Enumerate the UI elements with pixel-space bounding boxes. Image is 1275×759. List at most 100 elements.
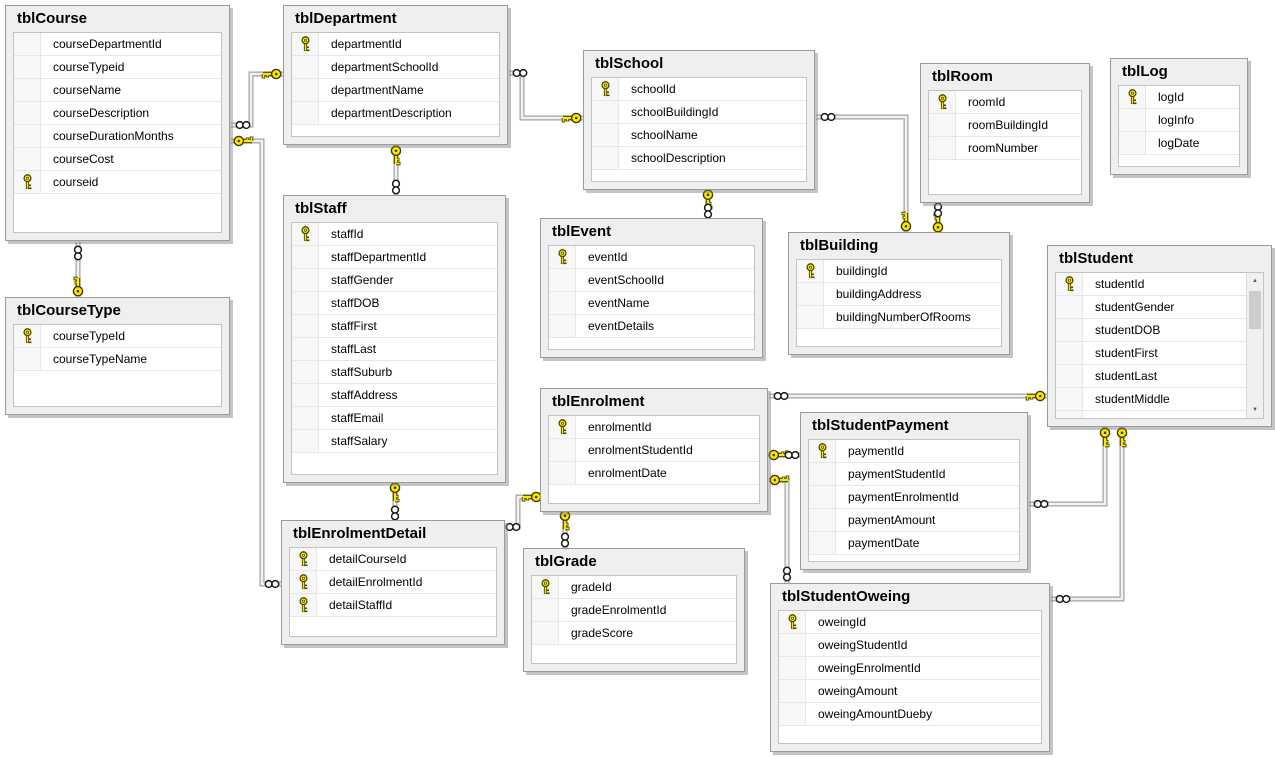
field-row[interactable]: staffId [292,223,497,246]
field-row[interactable]: gradeId [532,576,736,599]
field-row[interactable]: staffEmail [292,407,497,430]
table-title[interactable]: tblEvent [552,223,612,240]
field-row[interactable]: roomId [929,91,1081,114]
field-row[interactable]: roomBuildingId [929,114,1081,137]
field-row[interactable]: schoolName [592,124,806,147]
table-title[interactable]: tblStudent [1059,250,1134,267]
field-row[interactable]: oweingEnrolmentId [779,657,1041,680]
field-row[interactable]: staffSalary [292,430,497,453]
field-row[interactable]: enrolmentStudentId [549,439,759,462]
relation-line-student-studentoweing[interactable] [1051,427,1125,602]
scrollbar-thumb[interactable] [1249,291,1261,329]
field-row[interactable]: eventId [549,246,754,269]
field-row[interactable]: departmentDescription [292,102,499,125]
field-row[interactable]: oweingAmount [779,680,1041,703]
field-row[interactable]: departmentName [292,79,499,102]
table-title[interactable]: tblGrade [535,553,597,570]
table-title[interactable]: tblEnrolment [552,393,645,410]
relation-line-student-studentpayment[interactable] [1029,427,1108,507]
field-row[interactable]: studentDOB [1056,319,1263,342]
field-row[interactable]: courseTypeId [14,325,221,348]
relation-line-course-enrolmentdetail[interactable] [231,138,281,587]
table-title[interactable]: tblSchool [595,55,664,72]
field-row[interactable]: courseName [14,79,221,102]
field-row[interactable]: eventDetails [549,315,754,338]
field-row[interactable]: paymentEnrolmentId [809,486,1019,509]
table-title[interactable]: tblEnrolmentDetail [293,525,427,542]
table-title[interactable]: tblCourse [17,10,88,27]
field-row[interactable]: courseDepartmentId [14,33,221,56]
field-row[interactable]: buildingId [797,260,1001,283]
field-row[interactable]: buildingAddress [797,283,1001,306]
field-row[interactable]: eventName [549,292,754,315]
field-row[interactable]: staffDepartmentId [292,246,497,269]
field-row[interactable]: detailEnrolmentId [290,571,496,594]
field-row[interactable]: schoolDescription [592,147,806,170]
field-row[interactable]: courseTypeid [14,56,221,79]
field-row[interactable]: staffLast [292,338,497,361]
field-row[interactable]: detailStaffId [290,594,496,617]
field-row[interactable]: courseDescription [14,102,221,125]
vertical-scrollbar[interactable]: ▲▼ [1246,273,1263,418]
field-row[interactable]: courseCost [14,148,221,171]
field-row[interactable]: departmentId [292,33,499,56]
field-row[interactable]: oweingStudentId [779,634,1041,657]
table-title[interactable]: tblStudentPayment [812,417,949,434]
field-row[interactable]: departmentSchoolId [292,56,499,79]
field-row[interactable]: studentLast [1056,365,1263,388]
field-row[interactable]: logDate [1119,132,1239,155]
field-row[interactable]: paymentAmount [809,509,1019,532]
field-row[interactable]: schoolBuildingId [592,101,806,124]
field-row[interactable]: paymentDate [809,532,1019,555]
field-row[interactable]: gradeEnrolmentId [532,599,736,622]
scrollbar-down-arrow-icon[interactable]: ▼ [1247,402,1263,418]
relation-line-school-department[interactable] [509,70,583,121]
field-row[interactable]: studentGender [1056,296,1263,319]
field-row[interactable]: oweingAmountDueby [779,703,1041,726]
field-row[interactable]: paymentStudentId [809,463,1019,486]
scrollbar-up-arrow-icon[interactable]: ▲ [1247,273,1263,289]
field-row[interactable]: gradeScore [532,622,736,645]
scrollbar-track[interactable] [1247,289,1263,402]
relation-line-building-school[interactable] [816,114,909,232]
field-row[interactable]: enrolmentDate [549,462,759,485]
field-row[interactable]: studentMiddle [1056,388,1263,411]
table-title[interactable]: tblDepartment [295,10,397,27]
relation-line-enrolment-studentoweing[interactable] [769,477,790,583]
field-row[interactable]: staffDOB [292,292,497,315]
table-title[interactable]: tblLog [1122,63,1168,80]
field-row[interactable]: staffFirst [292,315,497,338]
field-row[interactable]: logId [1119,86,1239,109]
field-row[interactable]: staffGender [292,269,497,292]
field-row[interactable]: paymentId [809,440,1019,463]
field-row[interactable]: oweingId [779,611,1041,634]
field-row[interactable]: courseDurationMonths [14,125,221,148]
table-title[interactable]: tblStaff [295,200,347,217]
table-title[interactable]: tblStudentOweing [782,588,911,605]
field-row[interactable]: enrolmentId [549,416,759,439]
field-row[interactable]: schoolId [592,78,806,101]
field-row[interactable]: courseid [14,171,221,194]
field-row[interactable]: logInfo [1119,109,1239,132]
table-title[interactable]: tblBuilding [800,237,879,254]
field-row[interactable]: eventSchoolId [549,269,754,292]
field-row[interactable]: studentFirst [1056,342,1263,365]
field-row[interactable]: roomNumber [929,137,1081,160]
relation-line-department-course[interactable] [231,71,283,128]
